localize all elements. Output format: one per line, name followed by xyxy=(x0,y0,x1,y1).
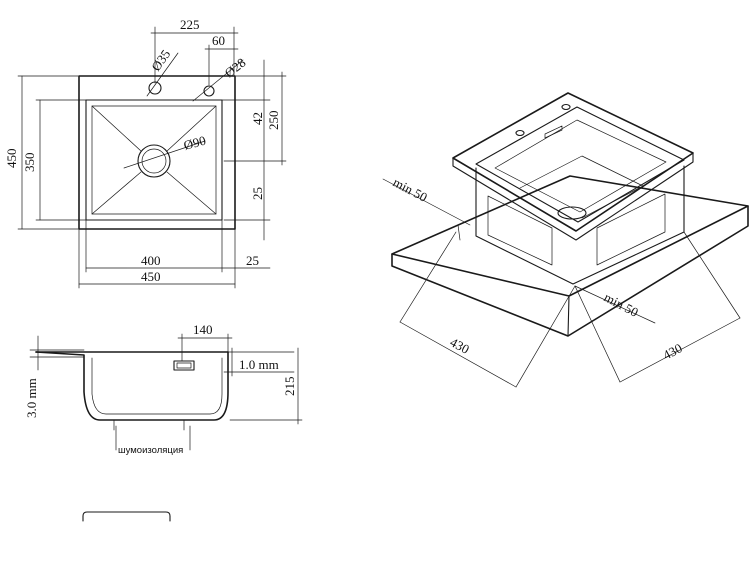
insulation-label: шумоизоляция xyxy=(118,445,183,456)
dim-450-vertical: 450 xyxy=(4,149,19,169)
dim-430-left: 430 xyxy=(448,334,472,356)
dim-60: 60 xyxy=(212,33,225,48)
drain-circle xyxy=(137,144,171,178)
iso-tap-hole xyxy=(561,103,571,111)
dim-min50-right: min 50 xyxy=(602,289,641,319)
top-view: Ø35 Ø28 Ø90 225 60 450 350 42 250 25 xyxy=(4,17,287,289)
dim-430-right: 430 xyxy=(660,340,684,362)
dim-350-vertical: 350 xyxy=(22,153,37,173)
overflow-slot xyxy=(173,360,195,371)
side-view: шумоизоляция 140 1.0 mm 215 3.0 mm xyxy=(24,322,303,456)
iso-drain xyxy=(557,206,587,220)
tap-hole-35 xyxy=(148,81,162,95)
sink-profile xyxy=(35,351,229,421)
dim-d90: Ø90 xyxy=(182,133,208,153)
dim-450-horizontal: 450 xyxy=(141,269,161,284)
dim-1mm: 1.0 mm xyxy=(239,357,279,372)
partial-shape xyxy=(82,511,171,522)
dim-d35: Ø35 xyxy=(148,47,173,74)
iso-sink-flange xyxy=(452,92,694,232)
dim-3mm: 3.0 mm xyxy=(24,378,39,418)
sink-outer-outline xyxy=(78,75,236,230)
dim-25-right: 25 xyxy=(250,187,265,200)
dim-25-bottom: 25 xyxy=(246,253,259,268)
dim-min50-left: min 50 xyxy=(391,174,430,204)
iso-bowl-rim xyxy=(475,106,685,223)
dim-215: 215 xyxy=(282,377,297,397)
dim-225: 225 xyxy=(180,17,200,32)
isometric-view: min 50 min 50 430 430 xyxy=(382,92,749,388)
bowl-inner xyxy=(91,105,217,215)
iso-overflow xyxy=(544,125,563,139)
dim-140: 140 xyxy=(193,322,213,337)
dim-250: 250 xyxy=(266,111,281,131)
tap-hole-28 xyxy=(203,85,215,97)
dim-42: 42 xyxy=(250,112,265,125)
dim-400: 400 xyxy=(141,253,161,268)
bowl-outer xyxy=(85,99,223,221)
